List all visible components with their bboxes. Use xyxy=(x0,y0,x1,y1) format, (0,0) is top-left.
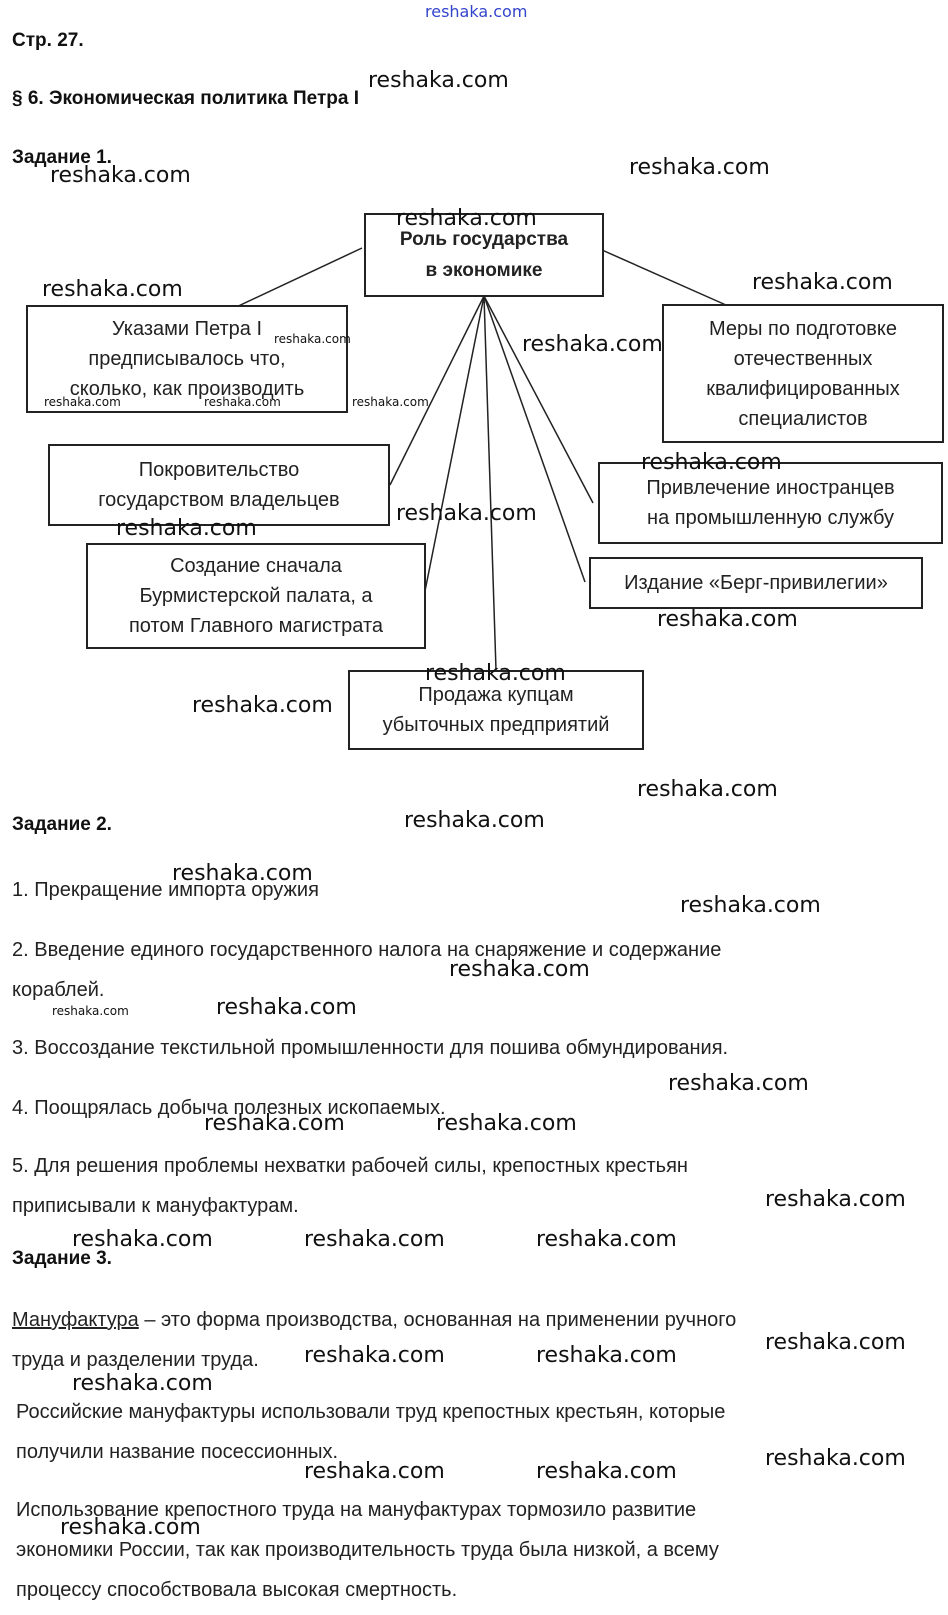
connector-sale xyxy=(483,295,497,671)
watermark: reshaka.com xyxy=(304,1227,445,1252)
watermark: reshaka.com xyxy=(204,1111,345,1136)
watermark: reshaka.com xyxy=(637,777,778,802)
connector-foreigners xyxy=(483,295,594,504)
watermark: reshaka.com xyxy=(657,607,798,632)
watermark: reshaka.com xyxy=(752,270,893,295)
box-decrees: Указами Петра I предписывалось что, скол… xyxy=(26,305,348,413)
watermark: reshaka.com xyxy=(536,1459,677,1484)
watermark: reshaka.com xyxy=(449,957,590,982)
box-foreigners: Привлечение иностранцев на промышленную … xyxy=(598,462,943,544)
watermark: reshaka.com xyxy=(52,1004,129,1018)
watermark: reshaka.com xyxy=(304,1459,445,1484)
watermark: reshaka.com xyxy=(765,1446,906,1471)
box-chamber: Создание сначала Бурмистерской палата, а… xyxy=(86,543,426,649)
task3-para2-line2: получили название посессионных. xyxy=(16,1441,339,1463)
task3-para3-line1: Использование крепостного труда на мануф… xyxy=(16,1499,697,1521)
page-number: Стр. 27. xyxy=(12,30,84,51)
watermark: reshaka.com xyxy=(304,1343,445,1368)
task3-para3-line2: экономики России, так как производительн… xyxy=(16,1539,719,1561)
task2-item-1: 1. Прекращение импорта оружия xyxy=(12,879,319,901)
watermark: reshaka.com xyxy=(765,1187,906,1212)
watermark: reshaka.com xyxy=(436,1111,577,1136)
watermark: reshaka.com xyxy=(668,1071,809,1096)
watermark: reshaka.com xyxy=(536,1227,677,1252)
watermark: reshaka.com xyxy=(44,395,121,409)
watermark: reshaka.com xyxy=(425,661,566,686)
task2-item-5-cont: приписывали к мануфактурам. xyxy=(12,1195,299,1217)
watermark: reshaka.com xyxy=(404,808,545,833)
watermark: reshaka.com xyxy=(72,1371,213,1396)
box-sale: Продажа купцам убыточных предприятий xyxy=(348,670,644,750)
box-patronage: Покровительство государством владельцев xyxy=(48,444,390,526)
watermark: reshaka.com xyxy=(72,1227,213,1252)
watermark: reshaka.com xyxy=(396,501,537,526)
watermark: reshaka.com xyxy=(192,693,333,718)
term-manufactory: Мануфактура xyxy=(12,1309,139,1331)
box-specialists: Меры по подготовке отечественных квалифи… xyxy=(662,304,944,443)
connector-chamber xyxy=(423,295,485,597)
watermark: reshaka.com xyxy=(765,1330,906,1355)
watermark: reshaka.com xyxy=(60,1515,201,1540)
watermark: reshaka.com xyxy=(425,2,528,21)
task3-definition-cont: труда и разделении труда. xyxy=(12,1349,259,1371)
box-berg: Издание «Берг-привилегии» xyxy=(589,557,923,609)
watermark: reshaka.com xyxy=(172,861,313,886)
watermark: reshaka.com xyxy=(536,1343,677,1368)
watermark: reshaka.com xyxy=(522,332,663,357)
diagram-center-box: Роль государства в экономике xyxy=(364,213,604,297)
task2-item-5: 5. Для решения проблемы нехватки рабочей… xyxy=(12,1155,688,1177)
watermark: reshaka.com xyxy=(641,450,782,475)
connector-patronage xyxy=(389,295,485,486)
task2-item-4: 4. Поощрялась добыча полезных ископаемых… xyxy=(12,1097,446,1119)
watermark: reshaka.com xyxy=(204,395,281,409)
section-title: § 6. Экономическая политика Петра I xyxy=(12,88,359,109)
task3-title: Задание 3. xyxy=(12,1248,112,1269)
watermark: reshaka.com xyxy=(368,68,509,93)
watermark: reshaka.com xyxy=(50,163,191,188)
watermark: reshaka.com xyxy=(396,206,537,231)
connector-decrees xyxy=(231,247,363,310)
watermark: reshaka.com xyxy=(680,893,821,918)
task2-title: Задание 2. xyxy=(12,814,112,835)
task2-item-2-cont: кораблей. xyxy=(12,979,105,1001)
task2-item-2: 2. Введение единого государственного нал… xyxy=(12,939,722,961)
watermark: reshaka.com xyxy=(116,516,257,541)
task1-title: Задание 1. xyxy=(12,147,112,168)
task3-para3-line3: процессу способствовала высокая смертнос… xyxy=(16,1579,458,1601)
task3-definition: Мануфактура – это форма производства, ос… xyxy=(12,1309,737,1331)
connector-specialists xyxy=(601,249,736,310)
watermark: reshaka.com xyxy=(274,332,351,346)
task3-para2-line1: Российские мануфактуры использовали труд… xyxy=(16,1401,726,1423)
watermark: reshaka.com xyxy=(352,395,429,409)
connector-berg xyxy=(483,295,586,583)
watermark: reshaka.com xyxy=(629,155,770,180)
watermark: reshaka.com xyxy=(42,277,183,302)
watermark: reshaka.com xyxy=(216,995,357,1020)
task2-item-3: 3. Воссоздание текстильной промышленност… xyxy=(12,1037,729,1059)
